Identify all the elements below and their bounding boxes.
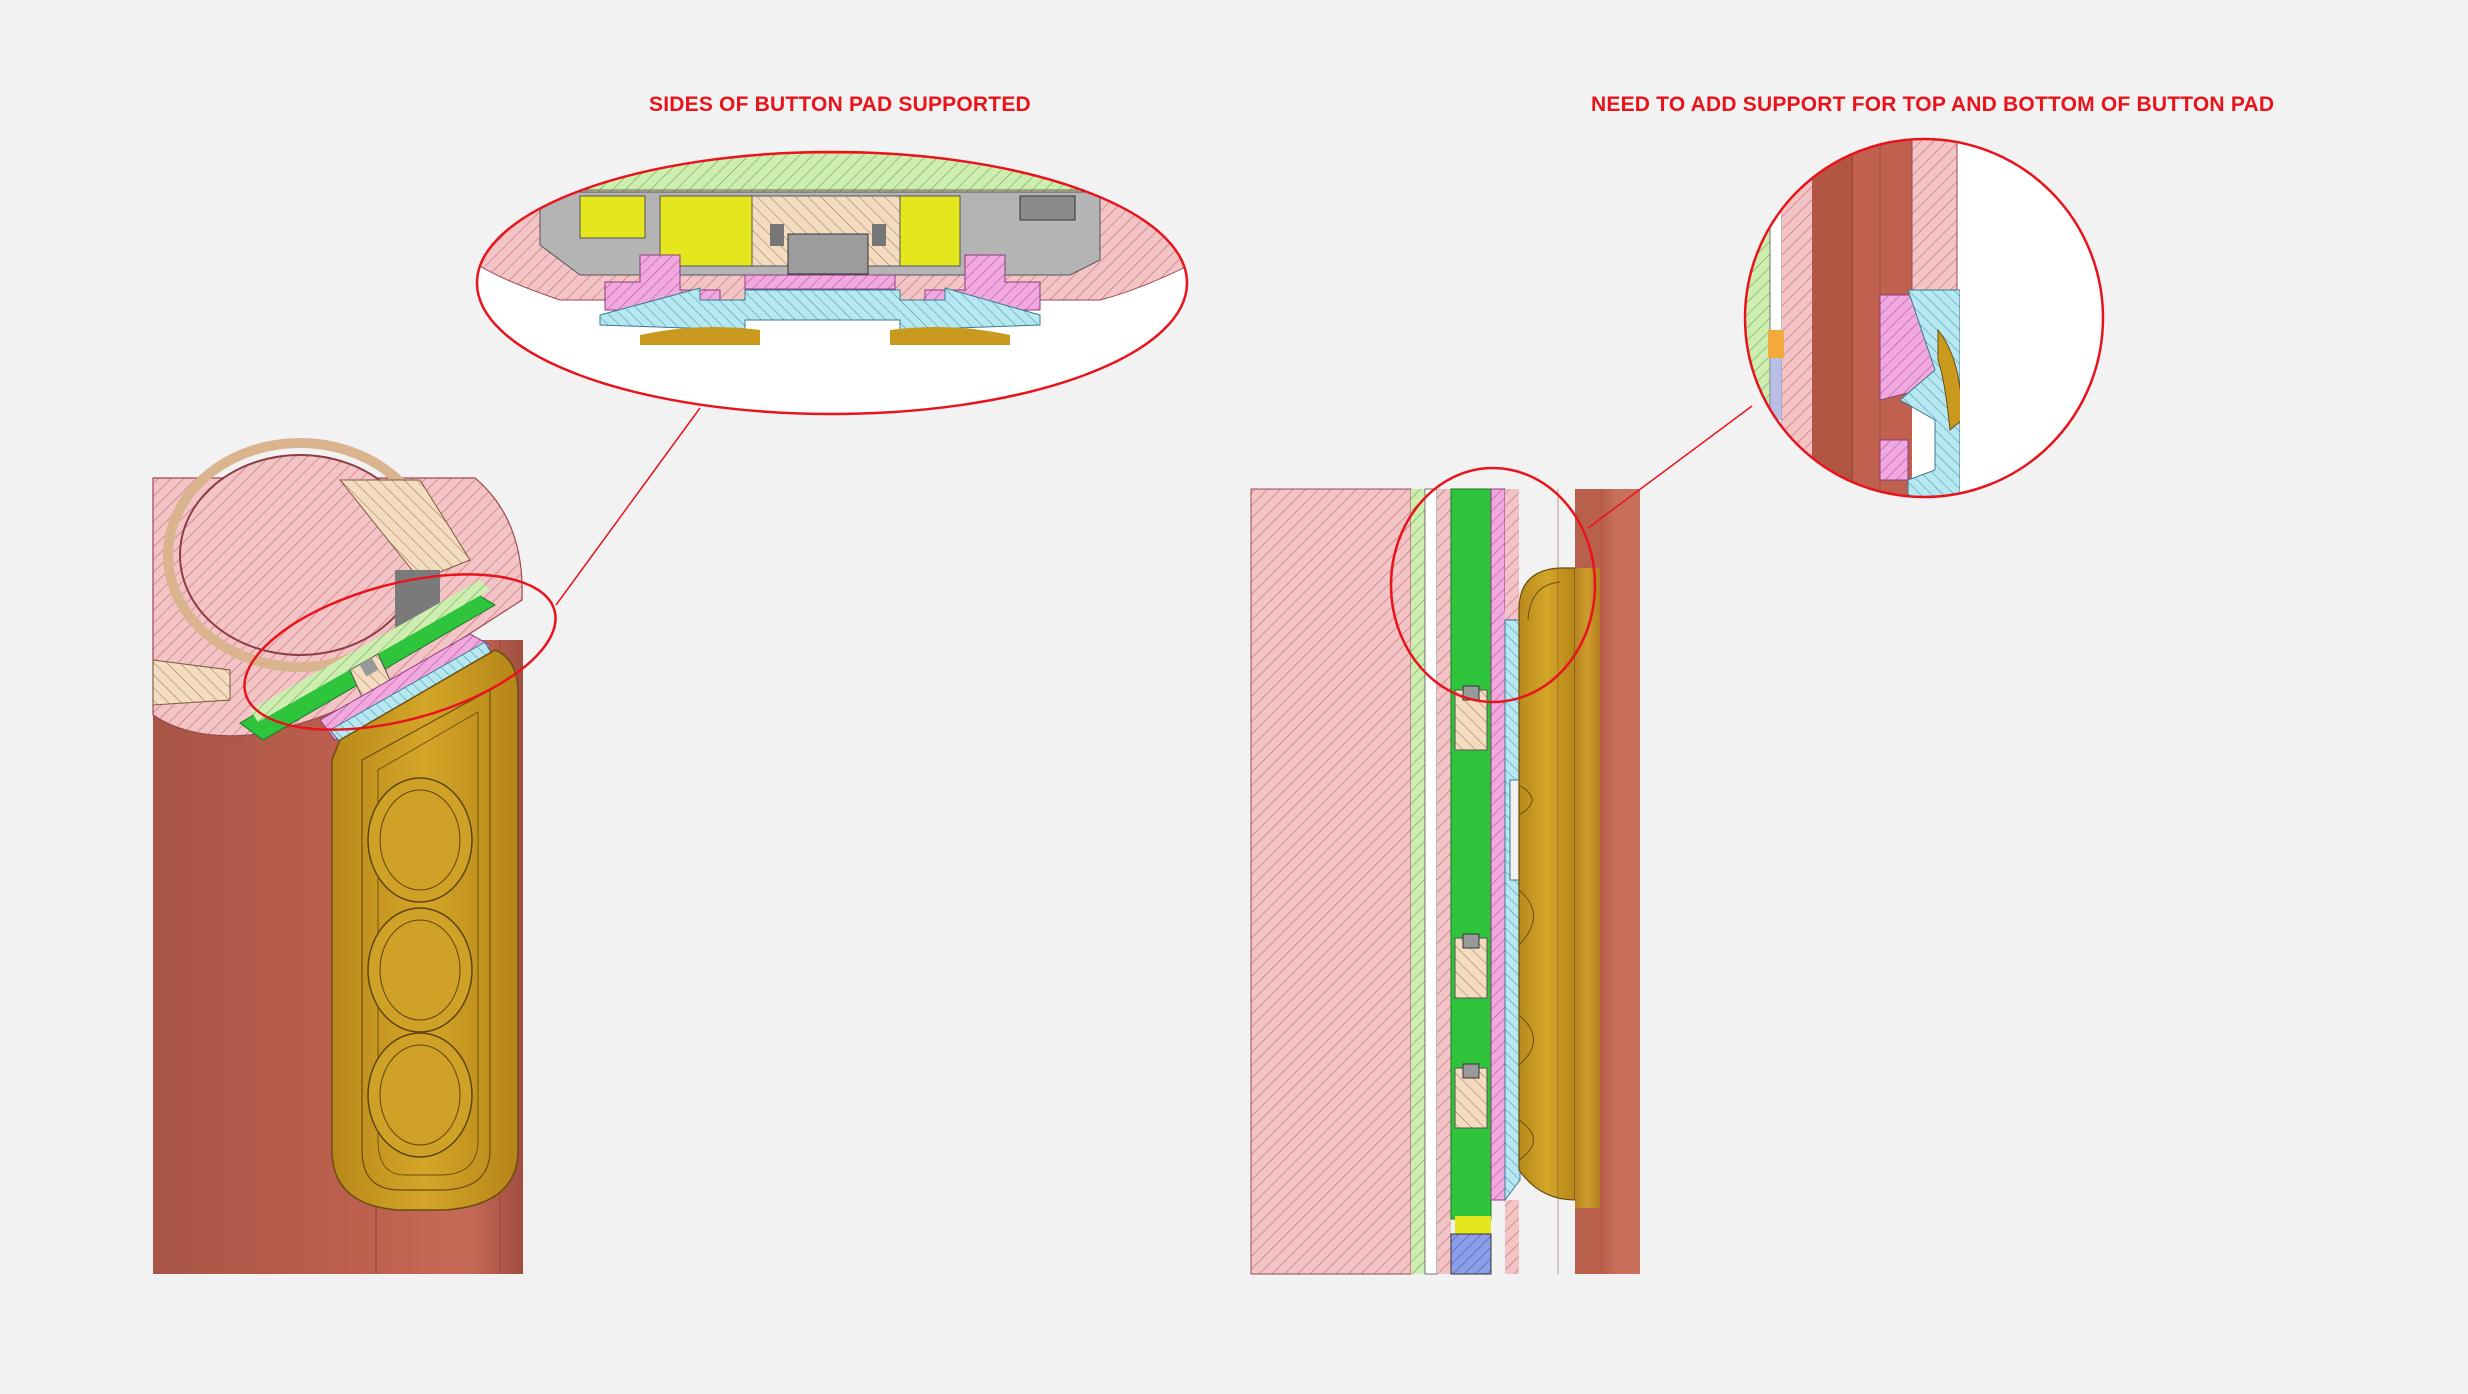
right-switch-3: [1454, 1063, 1488, 1129]
left-zoom-detail: [475, 150, 1189, 416]
right-switch-2: [1454, 933, 1488, 999]
right-housing-section: [1250, 488, 1412, 1275]
left-button-3: [367, 1032, 473, 1158]
left-assembly: [152, 438, 523, 1274]
right-callout-leader: [1587, 405, 1753, 529]
left-button-1: [367, 777, 473, 903]
right-callout-ring: [1389, 466, 1597, 704]
right-assembly: [1250, 488, 1640, 1275]
left-button-2: [367, 907, 473, 1033]
caption-sides-supported: SIDES OF BUTTON PAD SUPPORTED: [649, 93, 1031, 116]
right-button-pad: [1518, 567, 1576, 1201]
left-callout-ring: [243, 573, 557, 731]
left-callout-leader: [555, 407, 701, 606]
caption-needs-support: NEED TO ADD SUPPORT FOR TOP AND BOTTOM O…: [1591, 93, 2275, 116]
right-zoom-detail: [1743, 137, 2105, 499]
right-membrane: [1504, 619, 1521, 1202]
right-battery-section: [1450, 1233, 1492, 1275]
